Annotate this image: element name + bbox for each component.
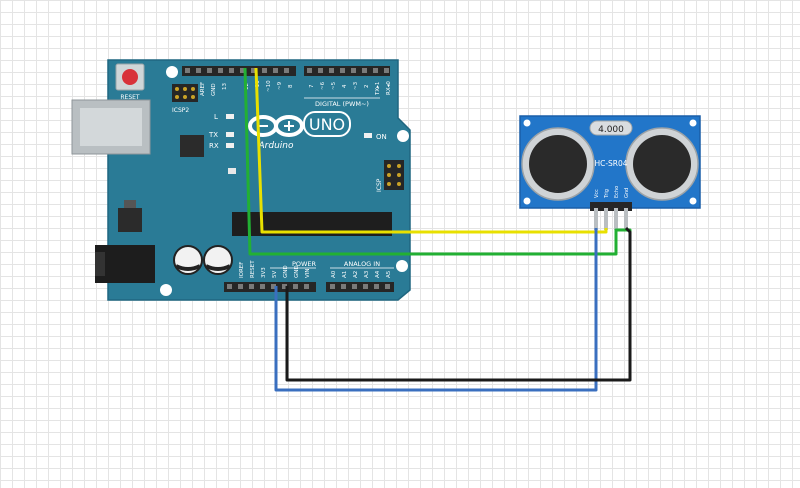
sensor-model-label: HC-SR04 [594,159,627,168]
capacitor-mark [205,264,231,271]
icsp-label: ICSP [376,178,383,192]
pin12-label: 12 [244,83,250,90]
sensor-echo-label: Echo [614,186,620,198]
sensor-vcc-label: Vcc [594,189,600,198]
pin-echo [614,208,618,230]
pin-trig [604,208,608,230]
mounting-hole [166,66,178,78]
led-on-label: ON [376,133,387,141]
usb-chip [180,135,204,157]
pin-aref-label: AREF [200,82,206,96]
hc-sr04-sensor: 4.000 HC-SR04 Vcc Trig Echo Gnd [519,115,701,230]
reset-label: RESET [120,94,140,101]
voltage-regulator [118,208,142,232]
sensor-mounting-hole [689,197,697,205]
pin5-label: ~5 [331,81,337,90]
mounting-hole [396,260,408,272]
pin-vcc [594,208,598,230]
power-header [224,282,394,292]
pin-rx0-label: RX◂0 [386,81,392,95]
pin-gnd2-label: GND [294,265,300,278]
power-pin-labels: IOREF RESET 3V3 5V GND GND VIN A0 A1 A2 … [239,260,392,278]
sensor-gnd-label: Gnd [624,188,630,198]
pin-vin-label: VIN [305,269,311,279]
pin9-label: ~9 [277,81,283,90]
wire-yellow-trig [254,67,608,234]
wire-black-gnd [285,226,632,382]
sensor-header [590,202,632,230]
sensor-mounting-hole [523,119,531,127]
pin-tx1-label: TX▸1 [375,82,381,96]
uno-badge [303,111,351,137]
small-component [228,168,236,174]
icsp2-header [172,84,198,102]
digital-label: DIGITAL (PWM~) [315,100,369,108]
pin2-label: 2 [364,85,370,89]
pin10-label: ~10 [266,80,272,92]
sensor-trig-label: Trig [604,189,610,199]
power-label: POWER [292,260,317,268]
analog-label: ANALOG IN [344,260,380,268]
pin-reset-label: RESET [250,260,256,278]
led-tx-label: TX [208,131,218,139]
sensor-crystal [589,120,633,136]
led-tx [226,132,234,137]
pin13-label: 13 [222,83,228,90]
power-jack-front [95,252,105,276]
reset-button-cap[interactable] [122,69,138,85]
ultrasonic-receiver-mesh [633,135,691,193]
pin6-label: ~6 [320,81,326,90]
pin-gnd-label: GND [211,83,217,96]
pin3-label: ~3 [353,81,359,90]
arduino-logo: Arduino [248,115,304,151]
pin-a4-label: A4 [375,270,381,278]
icsp-header [384,160,404,190]
pin-3v3-label: 3V3 [261,267,267,278]
pin-a2-label: A2 [353,271,359,278]
pin-a3-label: A3 [364,270,370,278]
arduino-uno-board: RESET ICSP2 L [71,59,411,301]
arduino-logo-text: Arduino [258,141,294,151]
pin-a5-label: A5 [386,270,392,278]
pin-a0-label: A0 [331,270,337,278]
pin-gnd [624,208,628,230]
sensor-mounting-hole [689,119,697,127]
led-l-label: L [214,113,218,121]
led-on [364,133,372,138]
led-l [226,114,234,119]
voltage-regulator-tab [124,200,136,208]
crystal-label: 4.000 [598,125,624,135]
capacitor-mark [175,264,201,271]
pin-gnd1-label: GND [283,265,289,278]
pin4-label: 4 [342,84,348,88]
pin-a1-label: A1 [342,271,348,278]
uno-label: UNO [309,115,345,134]
usb-connector-inner [80,108,142,146]
icsp2-label: ICSP2 [172,107,189,114]
mounting-hole [160,284,172,296]
pin-ioref-label: IOREF [239,262,245,278]
led-rx [226,143,234,148]
mounting-hole [397,130,409,142]
pin-5v-label: 5V [272,271,278,278]
digital-header [182,66,390,76]
sensor-mounting-hole [523,197,531,205]
digital-pin-labels: AREF GND 13 12 ~11 ~10 ~9 8 7 ~6 ~5 4 ~3… [200,80,392,96]
ultrasonic-transmitter-mesh [529,135,587,193]
pin8-label: 8 [288,84,294,88]
wire-blue-vcc [274,228,598,392]
wires [243,67,632,392]
pin7-label: 7 [309,84,315,88]
led-rx-label: RX [209,142,219,150]
